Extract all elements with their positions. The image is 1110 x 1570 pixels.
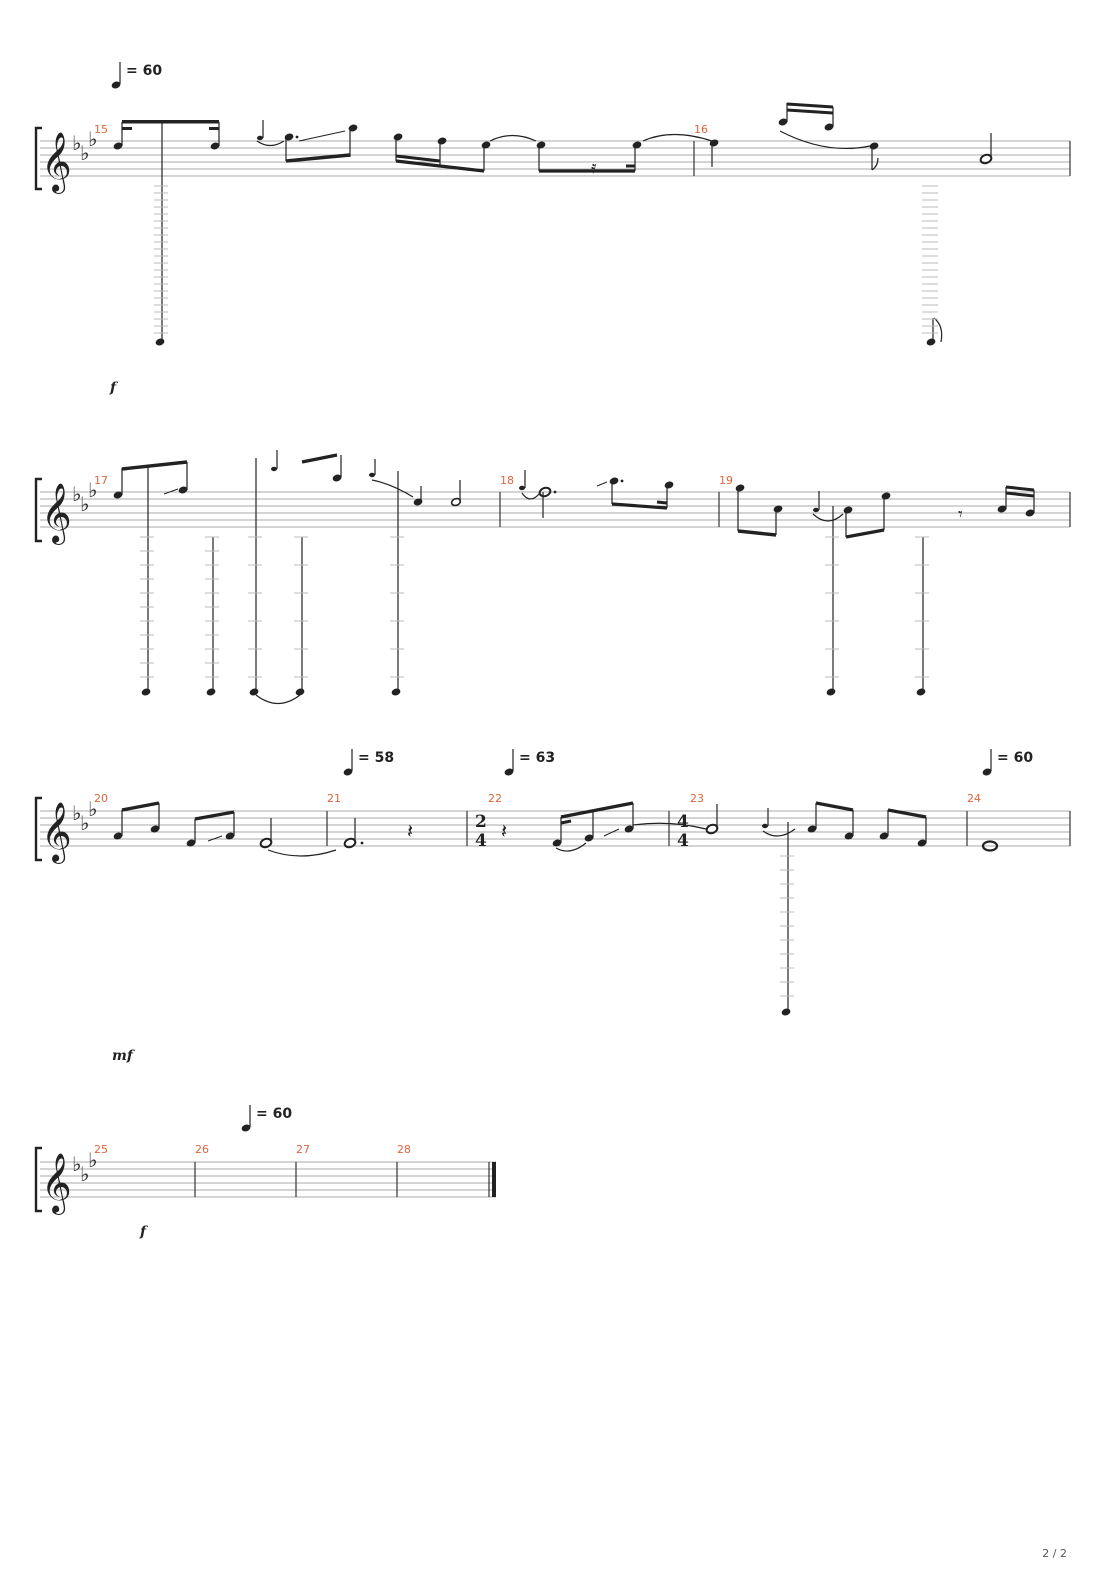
svg-text:♭: ♭ (88, 797, 97, 821)
tempo-label: = 60 (126, 63, 162, 79)
tempo-mark: = 60 (111, 62, 162, 89)
tempo-label: = 58 (358, 750, 394, 766)
system-bracket (34, 126, 42, 191)
system-bracket (34, 796, 42, 862)
svg-text:♭: ♭ (88, 127, 97, 151)
svg-text:♭: ♭ (72, 482, 81, 506)
notes: 𝄿 (113, 102, 993, 346)
staff (40, 1161, 496, 1198)
tempo-label: = 63 (519, 750, 555, 766)
tempo-label: = 60 (256, 1106, 292, 1122)
dynamic-mark: mf (112, 1048, 136, 1064)
tempo-mark: = 60 (241, 1105, 292, 1132)
system-3: = 58 = 63 = 60 𝄞 ♭♭♭ 20 21 22 23 24 (34, 749, 1071, 1064)
system-4: = 60 𝄞 ♭♭♭ 25 26 27 28 f (34, 1105, 496, 1240)
svg-text:𝄾: 𝄾 (958, 504, 963, 525)
measure-number: 27 (296, 1143, 310, 1156)
svg-text:𝄽: 𝄽 (407, 819, 413, 843)
time-signature: 2 4 (475, 812, 487, 851)
treble-clef-icon: 𝄞 (41, 1153, 72, 1215)
svg-text:♭: ♭ (72, 801, 81, 825)
measure-number: 22 (488, 792, 502, 805)
treble-clef-icon: 𝄞 (41, 132, 72, 194)
staff (40, 491, 1070, 528)
page-number: 2 / 2 (1042, 1547, 1067, 1560)
svg-text:4: 4 (677, 831, 689, 851)
svg-text:4: 4 (475, 831, 487, 851)
measure-number: 15 (94, 123, 108, 136)
tempo-label: = 60 (997, 750, 1033, 766)
measure-number: 18 (500, 474, 514, 487)
system-1: = 60 𝄞 ♭♭♭ 15 16 (34, 62, 1071, 396)
svg-text:𝄽: 𝄽 (501, 819, 507, 843)
measure-number: 16 (694, 123, 708, 136)
treble-clef-icon: 𝄞 (41, 802, 72, 864)
svg-text:♭: ♭ (80, 492, 89, 516)
measure-number: 25 (94, 1143, 108, 1156)
treble-clef-icon: 𝄞 (41, 483, 72, 545)
svg-text:♭: ♭ (80, 1162, 89, 1186)
system-bracket (34, 1146, 42, 1213)
measure-number: 20 (94, 792, 108, 805)
notes: 𝄽 𝄽 (113, 801, 999, 1016)
measure-number: 17 (94, 474, 108, 487)
final-barline (488, 1162, 496, 1197)
measure-number: 28 (397, 1143, 411, 1156)
svg-text:𝄿: 𝄿 (591, 157, 597, 178)
svg-text:4: 4 (677, 812, 689, 832)
key-signature: ♭♭♭ (72, 127, 97, 165)
system-bracket (34, 477, 42, 543)
key-signature: ♭♭♭ (72, 478, 97, 516)
notes: 𝄾 (113, 450, 1035, 705)
svg-text:♭: ♭ (72, 1152, 81, 1176)
svg-text:♭: ♭ (88, 1148, 97, 1172)
system-2: 𝄞 ♭♭♭ 17 18 19 (34, 450, 1071, 705)
svg-text:♭: ♭ (80, 811, 89, 835)
measure-number: 26 (195, 1143, 209, 1156)
tempo-mark: = 60 (982, 749, 1033, 776)
svg-text:♭: ♭ (88, 478, 97, 502)
dynamic-mark: f (109, 380, 119, 396)
tempo-mark: = 58 (343, 749, 394, 776)
tempo-mark: = 63 (504, 749, 555, 776)
dynamic-mark: f (139, 1224, 149, 1240)
measure-number: 19 (719, 474, 733, 487)
measure-number: 21 (327, 792, 341, 805)
svg-text:♭: ♭ (80, 141, 89, 165)
time-signature: 4 4 (677, 812, 689, 851)
measure-number: 23 (690, 792, 704, 805)
measure-number: 24 (967, 792, 981, 805)
svg-text:2: 2 (475, 812, 487, 832)
key-signature: ♭♭♭ (72, 797, 97, 835)
svg-text:♭: ♭ (72, 131, 81, 155)
key-signature: ♭♭♭ (72, 1148, 97, 1186)
